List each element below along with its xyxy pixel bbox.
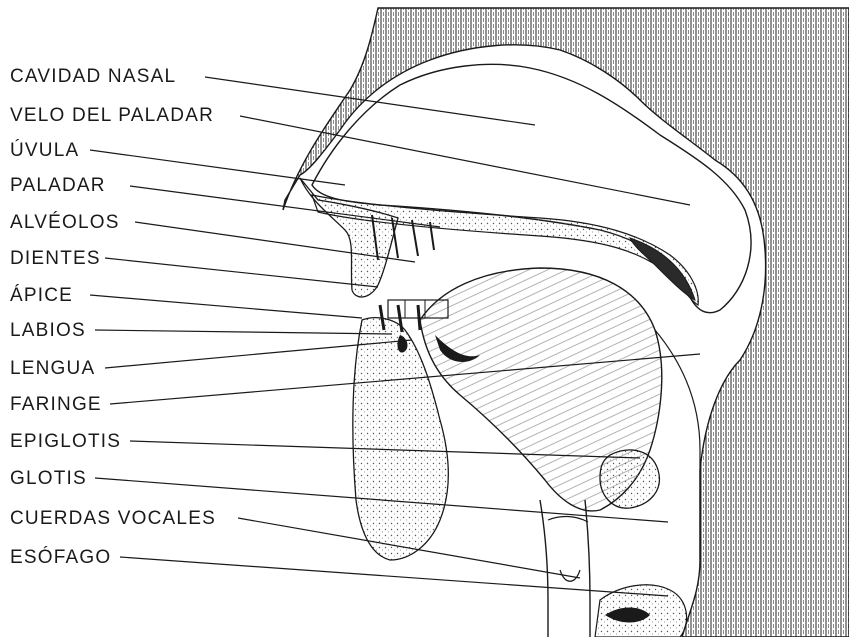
larynx-tube bbox=[540, 500, 590, 637]
label-alveolos: ALVÉOLOS bbox=[10, 213, 120, 232]
label-labios: LABIOS bbox=[10, 321, 86, 340]
label-cuerdas-vocales: CUERDAS VOCALES bbox=[10, 509, 216, 528]
label-velo-del-paladar: VELO DEL PALADAR bbox=[10, 106, 214, 125]
label-paladar: PALADAR bbox=[10, 176, 106, 195]
label-dientes: DIENTES bbox=[10, 249, 101, 268]
label-epiglotis: EPIGLOTIS bbox=[10, 432, 121, 451]
label-faringe: FARINGE bbox=[10, 395, 102, 414]
epiglottis-shape bbox=[600, 450, 659, 508]
label-cavidad-nasal: CAVIDAD NASAL bbox=[10, 67, 176, 86]
label-glotis: GLOTIS bbox=[10, 469, 87, 488]
label-lengua: LENGUA bbox=[10, 359, 95, 378]
label-uvula: ÚVULA bbox=[10, 141, 79, 160]
label-esofago: ESÓFAGO bbox=[10, 548, 111, 567]
label-apice: ÁPICE bbox=[10, 286, 73, 305]
